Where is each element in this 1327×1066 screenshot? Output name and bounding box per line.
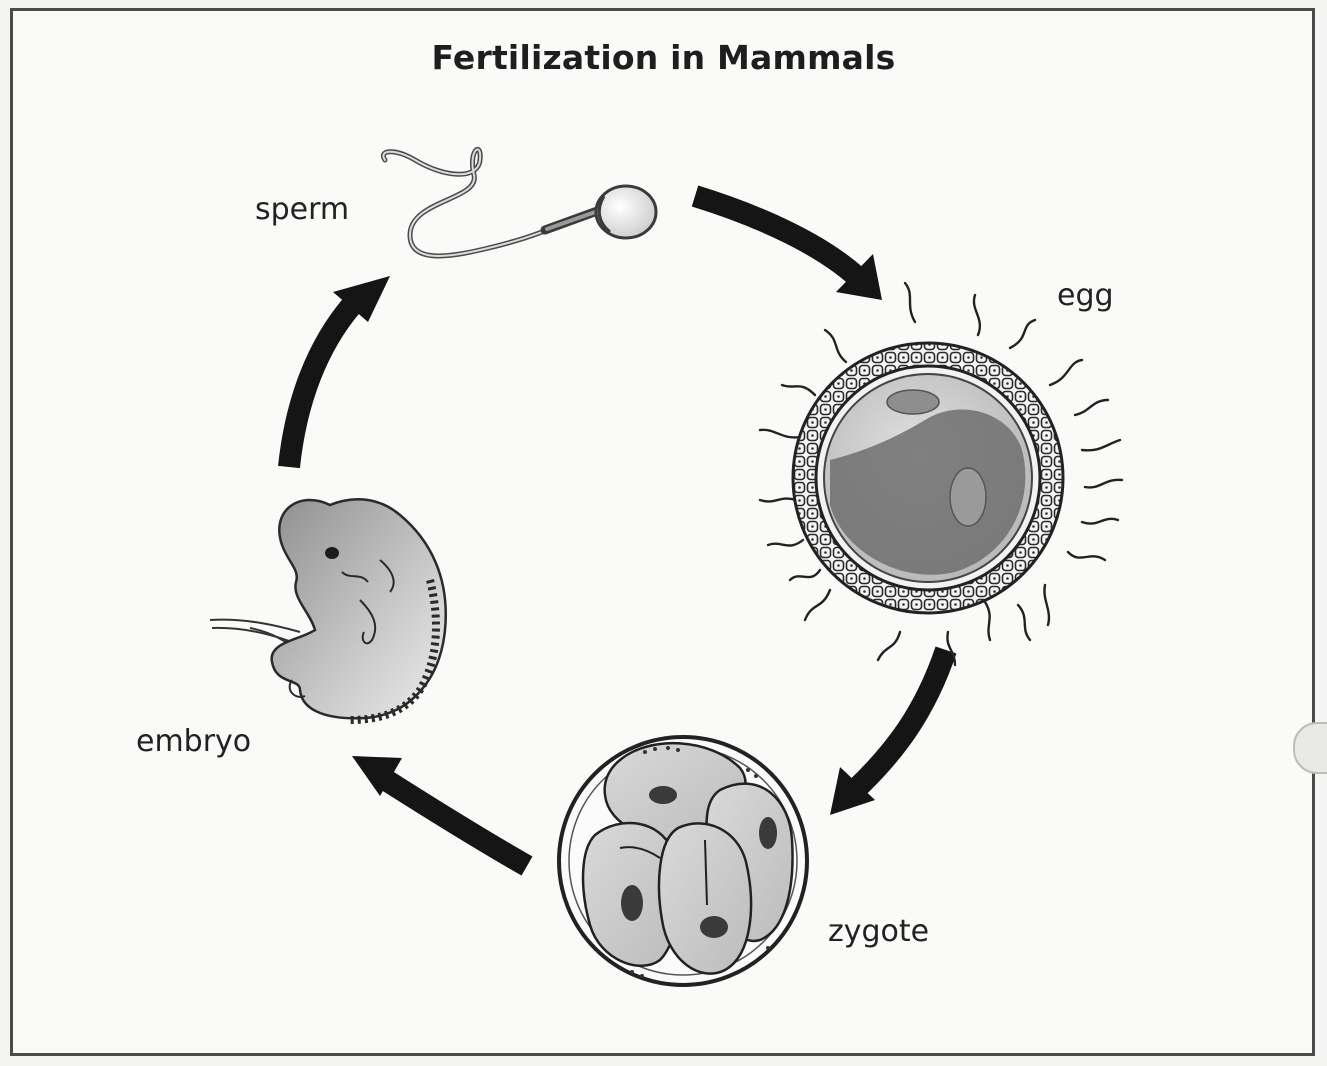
arrow-zygote-to-embryo (352, 756, 527, 866)
egg-illustration (760, 283, 1122, 665)
embryo-label: embryo (136, 724, 251, 759)
embryo-illustration (210, 499, 446, 720)
zygote-illustration (559, 737, 807, 985)
egg-label: egg (1057, 278, 1114, 313)
sperm-illustration (383, 149, 656, 256)
arrow-egg-to-zygote (830, 650, 946, 815)
arrow-sperm-to-egg (695, 196, 882, 300)
zygote-label: zygote (828, 914, 929, 949)
sperm-label: sperm (255, 192, 349, 227)
arrow-embryo-to-sperm (289, 276, 390, 467)
